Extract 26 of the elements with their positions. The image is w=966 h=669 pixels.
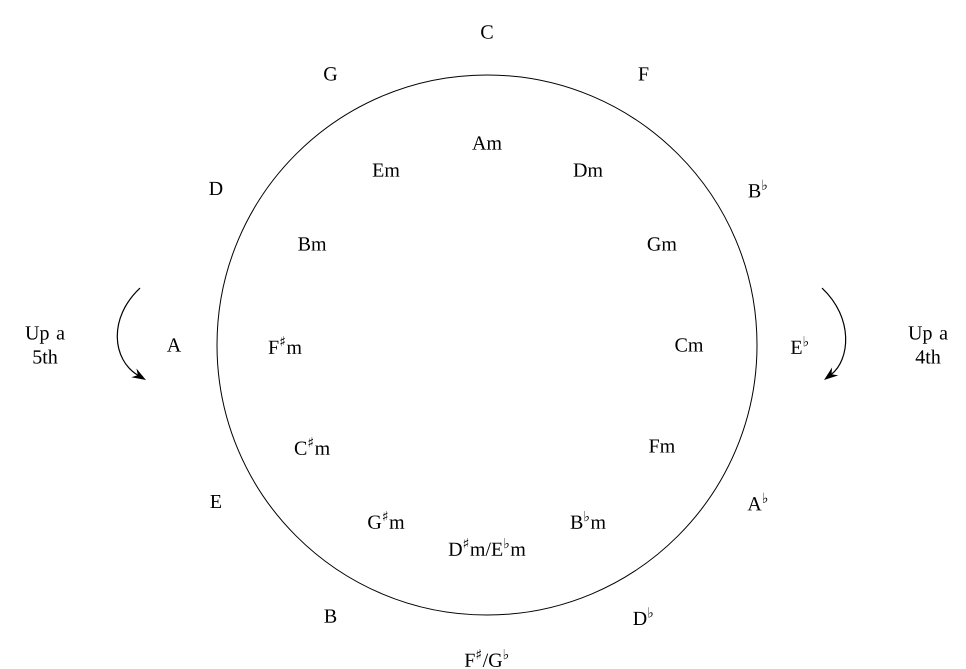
key-label: F$^{♯}$/G$^{♭}$ <box>464 649 508 667</box>
minor-key-label: Fm <box>649 439 675 453</box>
minor-key-label: Gm <box>648 237 677 251</box>
key-label: G <box>324 67 338 81</box>
key-label: D <box>209 182 222 196</box>
key-label: B <box>324 610 336 623</box>
minor-key-label: B$^{♭}$m <box>570 511 606 529</box>
key-label: D$^{♭}$ <box>633 607 653 625</box>
minor-key-label: D$^{♯}$m/E$^{♭}$m <box>448 538 526 556</box>
key-label: E <box>210 494 221 508</box>
minor-key-label: Cm <box>675 338 704 352</box>
key-label: A$^{♭}$ <box>748 492 768 510</box>
minor-key-label: G$^{♯}$m <box>368 510 404 529</box>
arrow-caption: Up a 5th <box>25 326 65 364</box>
minor-key-label: C$^{♯}$m <box>294 437 330 455</box>
minor-key-label: Dm <box>574 164 603 177</box>
key-label: E$^{♭}$ <box>790 336 808 354</box>
minor-key-label: Em <box>372 164 400 177</box>
key-label: B$^{♭}$ <box>748 180 767 198</box>
key-label: C <box>481 25 493 39</box>
key-label: F <box>638 67 648 80</box>
arrow-caption: Up a 4th <box>908 326 948 364</box>
minor-key-label: Am <box>472 136 502 150</box>
minor-key-label: Bm <box>298 237 326 251</box>
minor-key-label: F$^{♯}$m <box>268 336 302 354</box>
key-label: A <box>166 338 182 352</box>
